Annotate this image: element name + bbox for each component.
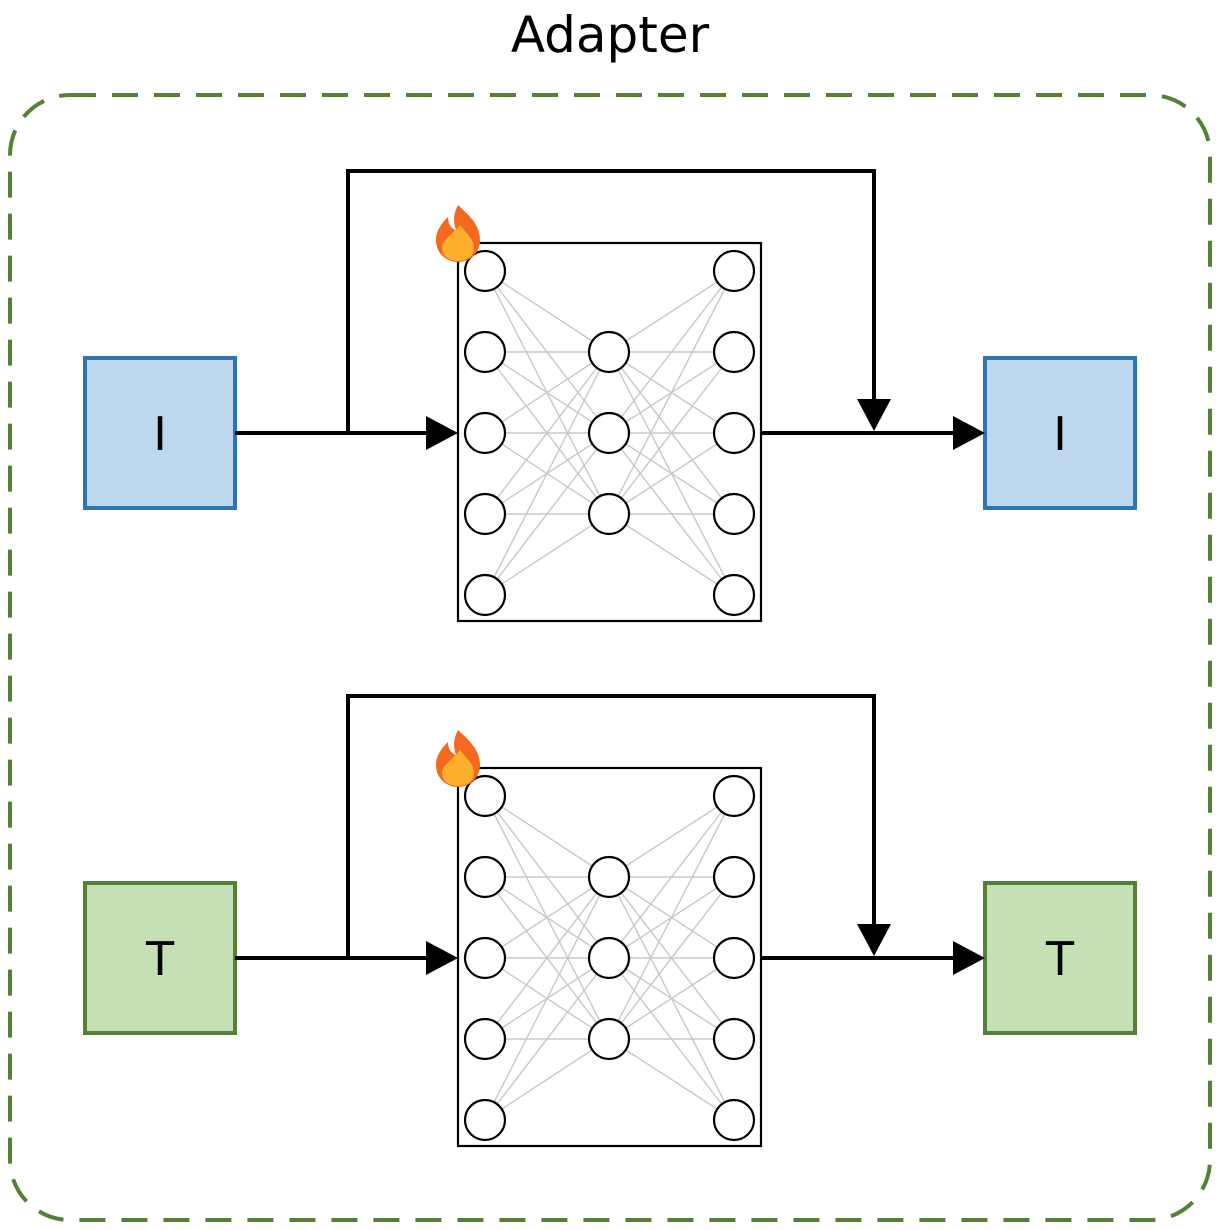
- network-edge: [484, 270, 610, 353]
- image-residual-connection: [235, 169, 985, 450]
- network-edge: [608, 1038, 735, 1121]
- diagram-title: Adapter: [511, 6, 710, 64]
- network-edge: [608, 270, 735, 434]
- network-edge: [484, 876, 610, 1121]
- neuron-node: [712, 774, 756, 818]
- neuron-node: [587, 936, 631, 980]
- neuron-node: [712, 411, 756, 455]
- network-edge: [608, 513, 735, 596]
- image-input-label: I: [153, 407, 167, 461]
- network-edge: [484, 351, 610, 515]
- network-edge: [608, 270, 735, 515]
- text-input-label: T: [145, 932, 175, 986]
- neuron-node: [463, 1098, 507, 1142]
- adapter-container: [8, 93, 1212, 1222]
- neuron-node: [712, 1098, 756, 1142]
- network-edge: [608, 432, 735, 515]
- neuron-node: [463, 492, 507, 536]
- network-edge: [608, 957, 735, 1040]
- neuron-node: [712, 855, 756, 899]
- text-output-box: [983, 881, 1137, 1035]
- neuron-node: [463, 1017, 507, 1061]
- fire-icon: [436, 730, 480, 787]
- neuron-node: [463, 936, 507, 980]
- neuron-node: [463, 330, 507, 374]
- arrowhead: [953, 941, 985, 975]
- network-edge: [608, 351, 735, 515]
- neuron-node: [712, 1017, 756, 1061]
- neuron-node: [712, 492, 756, 536]
- neuron-node: [463, 411, 507, 455]
- network-edge: [608, 270, 735, 353]
- network-edge: [484, 1038, 610, 1121]
- text-adapter-row: T T: [83, 694, 1137, 1148]
- flame-inner: [442, 225, 474, 261]
- neuron-node: [463, 573, 507, 617]
- network-edge: [484, 351, 610, 596]
- network-edge: [484, 876, 610, 959]
- network-edge: [484, 351, 610, 434]
- network-edge: [484, 513, 610, 596]
- network-edge: [608, 876, 735, 1040]
- image-output-label: I: [1053, 407, 1067, 461]
- network-edge: [608, 795, 735, 878]
- text-residual-connection: [235, 694, 985, 975]
- image-input-box: [83, 356, 237, 510]
- flame-inner: [442, 750, 474, 786]
- skip-connector: [346, 694, 876, 958]
- fire-icon: [436, 205, 480, 262]
- network-edge: [608, 795, 735, 1040]
- image-adapter-network: [456, 241, 763, 623]
- image-adapter-row: I I: [83, 169, 1137, 623]
- text-adapter-network: [456, 766, 763, 1148]
- neuron-node: [463, 774, 507, 818]
- arrowhead: [857, 924, 891, 956]
- neuron-node: [712, 573, 756, 617]
- image-output-box: [983, 356, 1137, 510]
- text-input-box: [83, 881, 237, 1035]
- neuron-node: [463, 249, 507, 293]
- neuron-node: [587, 855, 631, 899]
- neuron-node: [587, 411, 631, 455]
- network-edge: [484, 957, 610, 1121]
- neuron-node: [712, 249, 756, 293]
- network-edge: [484, 432, 610, 596]
- arrowhead: [857, 399, 891, 431]
- neuron-node: [463, 855, 507, 899]
- neuron-node: [587, 1017, 631, 1061]
- neuron-node: [712, 330, 756, 374]
- arrowhead: [426, 416, 458, 450]
- arrowhead: [426, 941, 458, 975]
- network-edge: [484, 876, 610, 1040]
- neuron-node: [587, 492, 631, 536]
- neuron-node: [587, 330, 631, 374]
- neuron-node: [712, 936, 756, 980]
- text-output-label: T: [1045, 932, 1075, 986]
- network-edge: [484, 795, 610, 878]
- skip-connector: [346, 169, 876, 433]
- arrowhead: [953, 416, 985, 450]
- network-edge: [608, 795, 735, 959]
